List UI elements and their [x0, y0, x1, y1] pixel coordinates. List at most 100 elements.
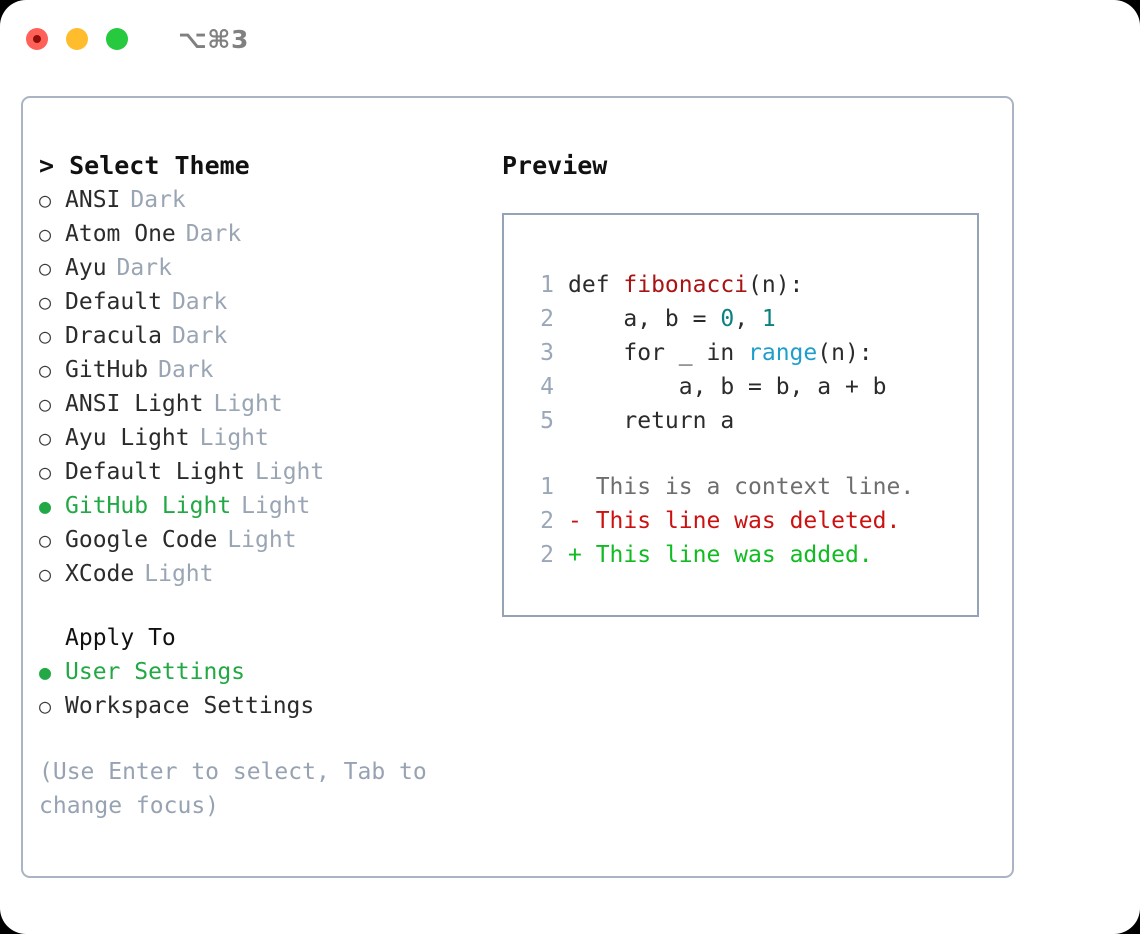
- radio-unselected-icon: ○: [39, 426, 52, 450]
- diff-line-text: This line was added.: [581, 542, 873, 568]
- theme-option[interactable]: ○ GitHub Dark: [39, 353, 499, 387]
- theme-option-kind: Dark: [158, 357, 214, 383]
- apply-to-option-name: User Settings: [65, 659, 246, 685]
- diff-line: 2- This line was deleted.: [504, 504, 977, 538]
- theme-option[interactable]: ○ Default Dark: [39, 285, 499, 319]
- theme-option-name: GitHub Light: [65, 493, 232, 519]
- code-token-plain: a, b =: [568, 306, 721, 332]
- code-token-fn: fibonacci: [623, 272, 749, 298]
- code-line-text: def fibonacci(n):: [568, 268, 803, 302]
- theme-option-kind: Light: [227, 527, 297, 553]
- code-token-plain: (n):: [817, 340, 873, 366]
- theme-option[interactable]: ○ Default Light Light: [39, 455, 499, 489]
- theme-option-kind: Dark: [171, 323, 228, 349]
- keyboard-shortcut-label: ⌥⌘3: [178, 24, 249, 54]
- radio-unselected-icon: ○: [39, 694, 52, 718]
- diff-line-text: This is a context line.: [581, 474, 915, 500]
- code-line-text: a, b = b, a + b: [568, 370, 887, 404]
- theme-option-kind: Dark: [130, 187, 186, 213]
- theme-option[interactable]: ○ Ayu Light Light: [39, 421, 499, 455]
- close-window-button[interactable]: [26, 28, 48, 50]
- code-line: 4 a, b = b, a + b: [504, 370, 977, 404]
- theme-option-kind: Light: [213, 391, 283, 417]
- theme-option-name: Dracula: [65, 323, 162, 349]
- theme-option[interactable]: ○ Dracula Dark: [39, 319, 499, 353]
- theme-option-name: ANSI: [65, 187, 121, 213]
- code-token-plain: ,: [734, 306, 762, 332]
- preview-title: Preview: [502, 151, 608, 180]
- diff-sign: [568, 470, 582, 504]
- title-bar: ⌥⌘3: [0, 0, 1140, 78]
- code-line-text: a, b = 0, 1: [568, 302, 776, 336]
- radio-unselected-icon: ○: [39, 290, 52, 314]
- radio-unselected-icon: ○: [39, 460, 52, 484]
- theme-option-name: GitHub: [65, 357, 149, 383]
- window-controls: [26, 28, 128, 50]
- apply-to-header: Apply To: [65, 625, 176, 651]
- theme-option[interactable]: ○ ANSI Dark: [39, 183, 499, 217]
- diff-line-number: 2: [540, 542, 554, 568]
- code-token-num: 1: [761, 306, 776, 332]
- zoom-window-button[interactable]: [106, 28, 128, 50]
- code-line-text: return a: [568, 404, 734, 438]
- line-number: 2: [540, 306, 554, 332]
- radio-unselected-icon: ○: [39, 562, 52, 586]
- code-line: 3 for _ in range(n):: [504, 336, 977, 370]
- theme-option-kind: Light: [199, 425, 269, 451]
- code-token-plain: def: [568, 272, 624, 298]
- diff-line-number: 1: [540, 474, 554, 500]
- theme-option-name: Ayu Light: [65, 425, 190, 451]
- line-number: 1: [540, 272, 554, 298]
- radio-unselected-icon: ○: [39, 528, 52, 552]
- line-number: 5: [540, 408, 554, 434]
- code-line: 5 return a: [504, 404, 977, 438]
- radio-unselected-icon: ○: [39, 358, 52, 382]
- diff-sample: 1 This is a context line.2- This line wa…: [504, 470, 977, 572]
- apply-to-option[interactable]: ● User Settings: [39, 655, 499, 689]
- code-token-plain: return a: [568, 408, 735, 434]
- theme-option-name: Ayu: [65, 255, 107, 281]
- theme-option-name: Default Light: [65, 459, 246, 485]
- theme-option-name: XCode: [65, 561, 135, 587]
- diff-line: 1 This is a context line.: [504, 470, 977, 504]
- code-token-call: range: [748, 340, 818, 366]
- code-line: 2 a, b = 0, 1: [504, 302, 977, 336]
- diff-sign: +: [568, 542, 582, 568]
- theme-option-name: Atom One: [65, 221, 176, 247]
- theme-option-name: Default: [65, 289, 162, 315]
- apply-to-option-name: Workspace Settings: [65, 693, 315, 719]
- radio-unselected-icon: ○: [39, 256, 52, 280]
- theme-option[interactable]: ○ Google Code Light: [39, 523, 499, 557]
- apply-to-option[interactable]: ○ Workspace Settings: [39, 689, 499, 723]
- theme-option-name: Google Code: [65, 527, 218, 553]
- theme-option-kind: Light: [241, 493, 311, 519]
- diff-line-number: 2: [540, 508, 554, 534]
- code-token-plain: (n):: [748, 272, 804, 298]
- keyboard-hint-text: (Use Enter to select, Tab to change focu…: [39, 759, 441, 819]
- radio-selected-icon: ●: [39, 494, 52, 518]
- line-number: 4: [540, 374, 554, 400]
- diff-sign: -: [568, 508, 582, 534]
- apply-to-list[interactable]: ● User Settings ○ Workspace Settings: [39, 655, 499, 723]
- code-token-num: 0: [720, 306, 735, 332]
- radio-unselected-icon: ○: [39, 324, 52, 348]
- code-token-plain: a, b = b, a + b: [568, 374, 887, 400]
- radio-unselected-icon: ○: [39, 392, 52, 416]
- theme-option-kind: Light: [255, 459, 325, 485]
- theme-option-kind: Dark: [171, 289, 228, 315]
- theme-option[interactable]: ● GitHub Light Light: [39, 489, 499, 523]
- radio-unselected-icon: ○: [39, 188, 52, 212]
- minimize-window-button[interactable]: [66, 28, 88, 50]
- radio-selected-icon: ●: [39, 660, 52, 684]
- code-line-text: for _ in range(n):: [568, 336, 873, 370]
